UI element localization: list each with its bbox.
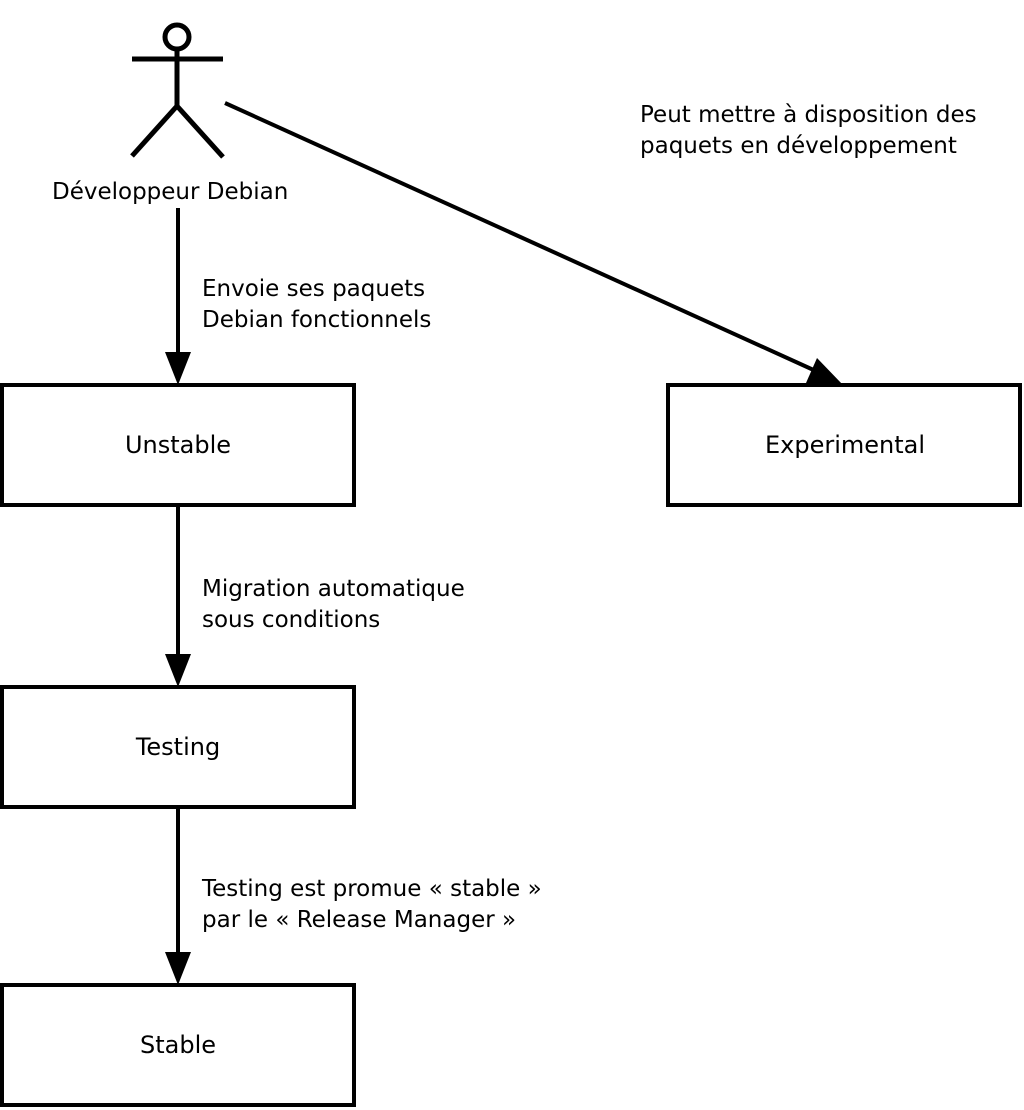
box-experimental-outline <box>666 383 1022 507</box>
edge-label-unstable-to-testing: Migration automatique sous conditions <box>202 576 465 633</box>
stick-figure-head <box>162 22 192 52</box>
stick-figure-right-leg <box>175 104 225 159</box>
box-unstable-outline <box>0 383 356 507</box>
edge-label-testing-to-stable: Testing est promue « stable » par le « R… <box>202 876 542 933</box>
arrow-developer-to-unstable <box>165 208 191 385</box>
stick-figure-icon <box>130 22 225 159</box>
arrow-unstable-to-testing <box>165 507 191 687</box>
box-testing-label: Testing <box>135 733 221 761</box>
stick-figure-left-leg <box>130 104 179 158</box>
arrow-testing-to-stable <box>165 807 191 985</box>
actor-label: Développeur Debian <box>52 179 289 205</box>
box-stable-label: Stable <box>139 1031 217 1059</box>
box-unstable-label: Unstable <box>124 431 232 459</box>
arrow-developer-to-experimental <box>224 101 843 385</box>
edge-label-developer-to-experimental: Peut mettre à disposition des paquets en… <box>640 102 977 159</box>
box-experimental-label: Experimental <box>764 431 926 459</box>
box-testing-outline <box>0 685 356 809</box>
box-stable-outline <box>0 983 356 1107</box>
edge-label-developer-to-unstable: Envoie ses paquets Debian fonctionnels <box>202 276 432 333</box>
